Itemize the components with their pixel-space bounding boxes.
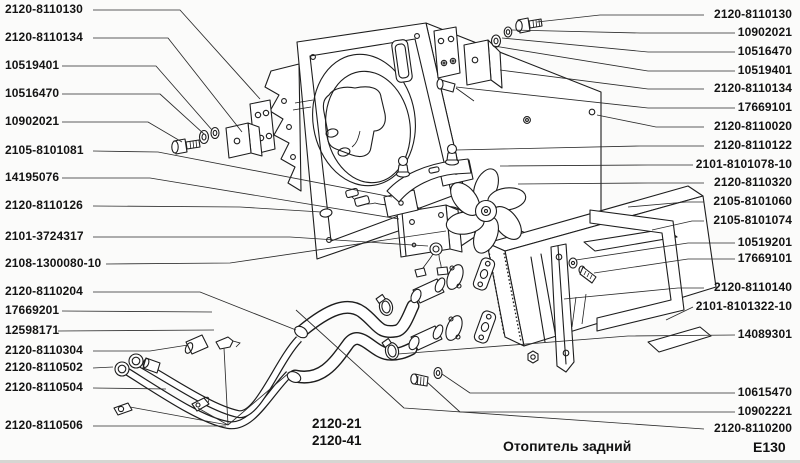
motor-recess: [322, 86, 386, 157]
supply-pipes: [114, 336, 302, 430]
part-label: 2120-8110020: [714, 119, 792, 133]
motor-saddle-bracket: [383, 143, 474, 218]
part-label: 2120-8110320: [714, 175, 792, 189]
part-label: 2120-8110304: [5, 343, 83, 357]
pipe-flanges: [472, 257, 497, 344]
part-label: 2101-8101078-10: [695, 157, 792, 171]
part-label: 10519401: [737, 63, 792, 77]
part-label: 2105-8101081: [5, 143, 84, 157]
part-label: 2120-8110126: [5, 198, 83, 212]
model-code-line2: 2120-41: [312, 433, 362, 448]
pipe-clips: [113, 334, 241, 416]
part-label: 2105-8101074: [713, 213, 792, 227]
part-label: 2120-8110502: [5, 360, 83, 374]
angle-bracket: [463, 39, 492, 86]
bolt: [515, 17, 543, 34]
part-label: 2120-8110506: [5, 418, 83, 432]
figure-code: E130: [753, 439, 786, 455]
pipe-end: [114, 361, 130, 377]
fan-shroud: [292, 22, 469, 260]
washer: [503, 26, 513, 38]
part-label: 14089301: [737, 327, 792, 341]
diagram-caption: Отопитель задний: [503, 438, 632, 454]
nut: [527, 350, 539, 364]
mounting-frame-bracket: [583, 209, 712, 353]
model-codes: 2120-21 2120-41: [312, 415, 362, 449]
part-label: 10902021: [737, 25, 792, 39]
fan-hub: [474, 199, 498, 223]
flange-gaskets: [445, 264, 464, 341]
fan-opening: [312, 53, 416, 187]
part-label: 2105-8101060: [713, 194, 792, 208]
part-label: 14195076: [5, 170, 60, 184]
part-label: 2120-8110134: [714, 81, 792, 95]
part-label: 10615470: [737, 385, 792, 399]
junction-lines: [129, 347, 291, 426]
right-mount-hardware: [433, 17, 543, 102]
rubber-stud: [395, 155, 411, 178]
mounting-strap: [550, 243, 575, 373]
part-label: 2120-8110204: [5, 284, 83, 298]
part-label: 10516470: [737, 44, 792, 58]
pipe-unions: [408, 277, 446, 351]
part-label: 17669101: [737, 251, 792, 265]
part-label: 10519201: [737, 235, 792, 249]
pipe-end: [128, 353, 144, 369]
part-label: 10902021: [5, 114, 60, 128]
part-label: 10519401: [5, 58, 60, 72]
part-label: 2120-8110122: [714, 138, 792, 152]
pipe-spacer: [184, 334, 209, 355]
washer: [198, 129, 210, 145]
part-label: 2120-8110140: [714, 280, 792, 294]
part-label: 12598171: [5, 323, 60, 337]
part-label: 2120-8110504: [5, 380, 83, 394]
angle-bracket: [225, 122, 252, 159]
leader-lines-left: [57, 9, 447, 427]
part-label: 2120-8110130: [5, 2, 83, 16]
part-label: 2120-8110134: [5, 30, 83, 44]
strap-screw: [568, 257, 597, 284]
bolt: [171, 138, 201, 155]
left-mount-hardware: [171, 99, 276, 159]
grommet: [429, 242, 443, 256]
part-label: 10902221: [737, 404, 792, 418]
part-label: 17669101: [737, 100, 792, 114]
frame-top-lip: [583, 228, 678, 252]
leader-lines-right: [295, 14, 736, 430]
part-label: 2101-8101322-10: [695, 299, 792, 313]
rubber-stud: [444, 143, 460, 166]
core-bolt-washer: [410, 366, 443, 387]
part-label: 2120-8110130: [714, 7, 792, 21]
hose-end: [294, 325, 308, 339]
part-label: 2120-8110200: [714, 421, 792, 435]
washer: [490, 34, 502, 48]
mount-plate: [433, 26, 461, 79]
model-code-line1: 2120-21: [312, 416, 362, 431]
washer: [210, 126, 220, 140]
screw: [436, 78, 475, 102]
part-label: 17669201: [5, 303, 60, 317]
wire-connectors: [345, 187, 370, 207]
part-label: 2108-1300080-10: [5, 256, 102, 270]
part-label: 2101-3724317: [5, 229, 84, 243]
hoses: [286, 299, 420, 384]
rubber-plug: [319, 208, 333, 218]
vent-slot: [391, 39, 413, 83]
part-label: 10516470: [5, 86, 60, 100]
page-edge: [0, 460, 800, 463]
hose-clamps: [375, 293, 400, 360]
fan-impeller: [445, 168, 527, 254]
frame-bottom-lip: [647, 326, 712, 353]
